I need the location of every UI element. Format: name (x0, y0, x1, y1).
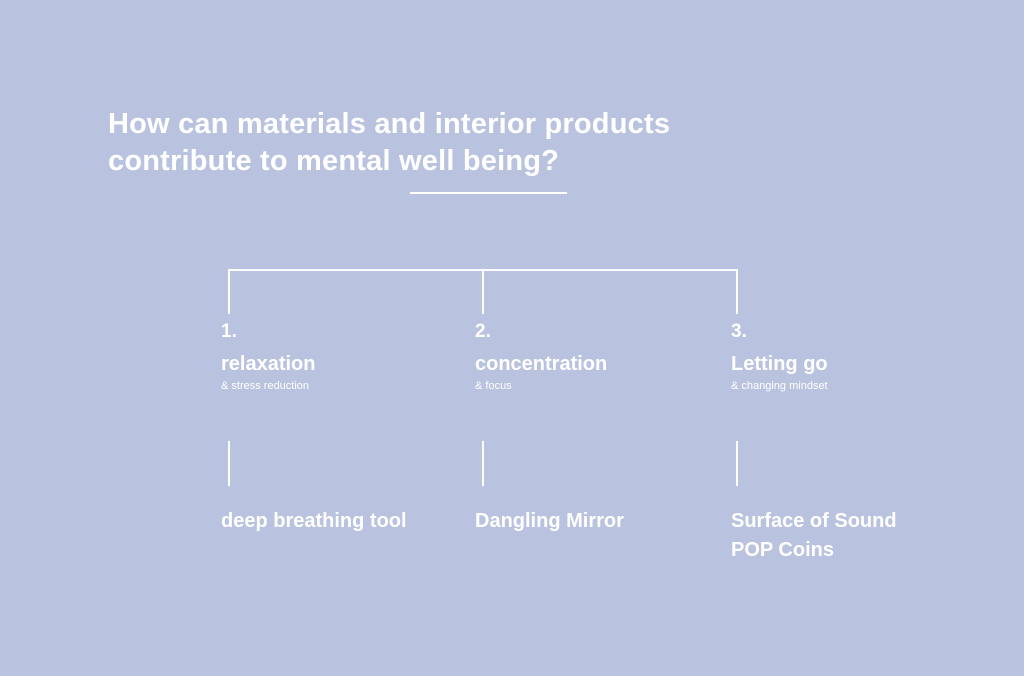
products-letting-go: Surface of Sound POP Coins (731, 507, 1011, 565)
category-concentration: 2. concentration & focus (475, 320, 715, 393)
category-number: 3. (731, 321, 747, 342)
tree-branch-1 (228, 269, 230, 314)
connector-3 (736, 441, 738, 486)
product-item: Surface of Sound (731, 510, 897, 532)
tree-branch-2 (482, 269, 484, 314)
product-item: deep breathing tool (221, 510, 407, 532)
category-number: 2. (475, 321, 491, 342)
category-subtitle: & changing mindset (731, 380, 828, 392)
category-relaxation: 1. relaxation & stress reduction (221, 320, 461, 393)
category-letting-go: 3. Letting go & changing mindset (731, 320, 971, 393)
product-item: POP Coins (731, 539, 834, 561)
product-item: Dangling Mirror (475, 510, 624, 532)
question-heading: How can materials and interior products … (108, 106, 788, 180)
category-title: relaxation (221, 353, 316, 375)
category-number: 1. (221, 321, 237, 342)
connector-1 (228, 441, 230, 486)
category-subtitle: & focus (475, 380, 512, 392)
products-relaxation: deep breathing tool (221, 507, 501, 536)
connector-2 (482, 441, 484, 486)
question-line-1: How can materials and interior products (108, 108, 671, 140)
question-line-2: contribute to mental well being? (108, 145, 560, 177)
title-underline (410, 192, 567, 194)
products-concentration: Dangling Mirror (475, 507, 755, 536)
category-subtitle: & stress reduction (221, 380, 310, 392)
category-title: Letting go (731, 353, 828, 375)
category-title: concentration (475, 353, 608, 375)
tree-branch-3 (736, 269, 738, 314)
